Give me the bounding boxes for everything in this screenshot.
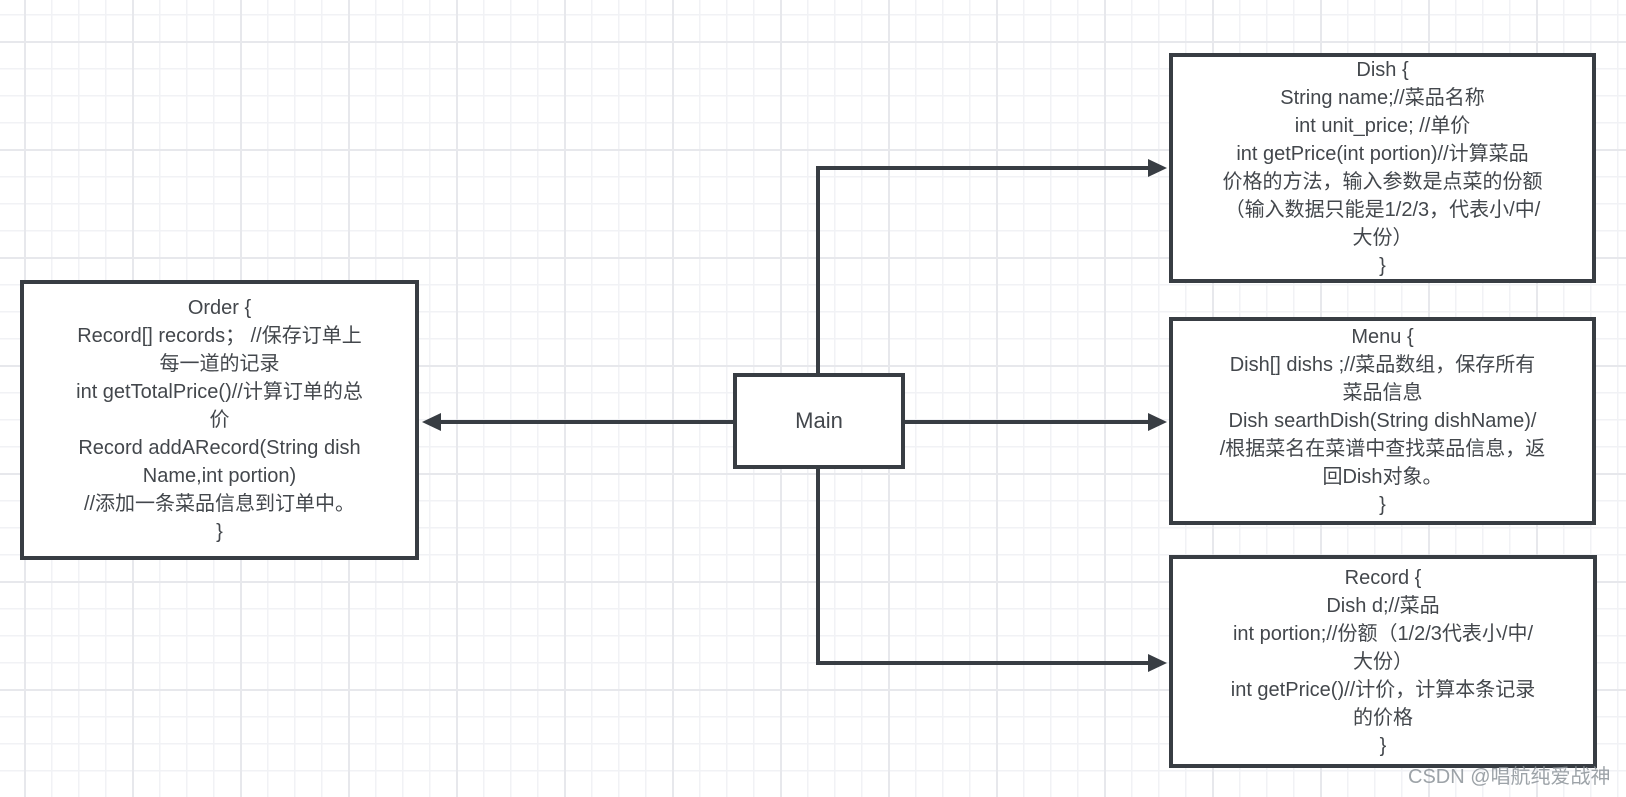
code-line: （输入数据只能是1/2/3，代表小/中/ bbox=[1224, 199, 1541, 221]
code-line: 的价格 bbox=[1353, 706, 1413, 729]
connector-main-to-menu bbox=[905, 413, 1167, 431]
code-line: 价格的方法，输入参数是点菜的份额 bbox=[1222, 171, 1543, 193]
class-box-record: Record { Dish d;//菜品 int portion;//份额（1/… bbox=[1169, 555, 1597, 768]
main-label: Main bbox=[795, 408, 843, 433]
code-line: int getPrice()//计价，计算本条记录 bbox=[1230, 678, 1536, 701]
code-line: } bbox=[1379, 734, 1387, 757]
class-box-dish: Dish { String name;//菜品名称 int unit_price… bbox=[1169, 53, 1596, 283]
code-line: 大份） bbox=[1353, 650, 1413, 673]
code-line: 每一道的记录 bbox=[159, 353, 280, 375]
code-line: } bbox=[1379, 255, 1386, 277]
code-line: Dish { bbox=[1356, 59, 1409, 81]
code-line: Dish[] dishs ;//菜品数组，保存所有 bbox=[1229, 354, 1536, 376]
code-line: /根据菜名在菜谱中查找菜品信息，返 bbox=[1219, 438, 1546, 460]
code-line: 回Dish对象。 bbox=[1322, 466, 1443, 488]
class-box-main: Main bbox=[733, 373, 905, 469]
code-line: Name,int portion) bbox=[142, 465, 297, 487]
class-box-order: Order { Record[] records； //保存订单上 每一道的记录… bbox=[20, 280, 419, 560]
connector-main-to-record bbox=[816, 469, 1167, 672]
code-line: int getPrice(int portion)//计算菜品 bbox=[1236, 143, 1529, 165]
code-line: int portion;//份额（1/2/3代表小/中/ bbox=[1232, 622, 1534, 645]
code-line: } bbox=[1379, 494, 1386, 516]
code-line: Dish d;//菜品 bbox=[1326, 594, 1440, 617]
code-line: //添加一条菜品信息到订单中。 bbox=[83, 493, 356, 515]
code-line: Menu { bbox=[1351, 326, 1414, 348]
code-line: String name;//菜品名称 bbox=[1280, 87, 1485, 109]
class-box-menu: Menu { Dish[] dishs ;//菜品数组，保存所有 菜品信息 Di… bbox=[1169, 317, 1596, 525]
code-line: int getTotalPrice()//计算订单的总 bbox=[76, 381, 363, 403]
arrowhead-icon bbox=[1148, 159, 1167, 177]
code-line: Record addARecord(String dish bbox=[78, 437, 361, 459]
csdn-watermark: CSDN @唱航纯爱战神 bbox=[1408, 766, 1611, 788]
code-line: Record { bbox=[1344, 566, 1422, 589]
arrowhead-icon bbox=[1148, 413, 1167, 431]
connector-main-to-order bbox=[422, 413, 733, 431]
code-line: Record[] records； //保存订单上 bbox=[77, 325, 362, 347]
code-line: Dish searthDish(String dishName)/ bbox=[1228, 410, 1537, 432]
code-line: 菜品信息 bbox=[1342, 382, 1423, 404]
code-line: int unit_price; //单价 bbox=[1294, 115, 1471, 137]
code-line: } bbox=[216, 521, 223, 543]
arrowhead-icon bbox=[422, 413, 441, 431]
code-line: Order { bbox=[187, 297, 252, 319]
connector-main-to-dish bbox=[816, 159, 1167, 373]
connector-line bbox=[816, 469, 1148, 665]
connector-line bbox=[816, 166, 1148, 373]
code-line: 大份） bbox=[1352, 227, 1413, 249]
code-line: 价 bbox=[209, 409, 230, 431]
arrowhead-icon bbox=[1148, 654, 1167, 672]
